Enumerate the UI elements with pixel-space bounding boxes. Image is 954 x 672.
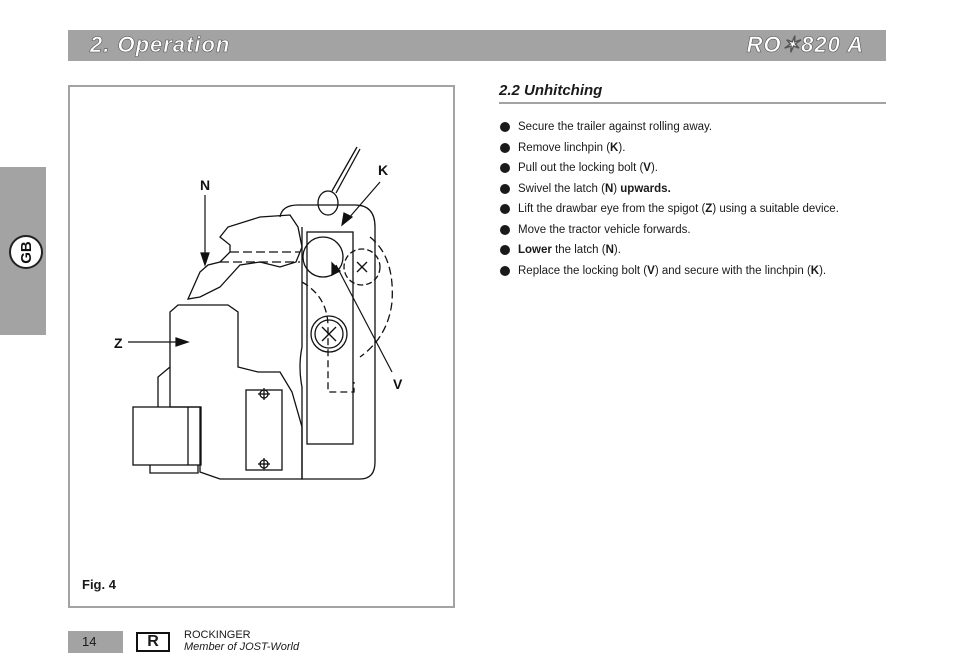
section-title: 2.2 Unhitching	[499, 82, 886, 104]
step-item: Lift the drawbar eye from the spigot (Z)…	[499, 199, 886, 220]
step-text: ).	[650, 162, 658, 174]
figure-caption: Fig. 4	[82, 577, 116, 592]
step-list: Secure the trailer against rolling away.…	[499, 117, 886, 281]
step-text: upwards.	[620, 182, 671, 195]
spigot-body	[169, 304, 303, 480]
step-text: ).	[618, 141, 626, 154]
step-item: Remove linchpin (K).	[499, 138, 886, 159]
coupling-housing	[279, 204, 376, 480]
label-z: Z	[114, 335, 123, 351]
page-number: 14	[68, 631, 123, 653]
rockinger-logo: R	[136, 632, 170, 652]
step-text: Secure the trailer against rolling away.	[518, 121, 713, 133]
linchpin-ring	[317, 190, 339, 216]
language-badge: GB	[9, 235, 43, 269]
coupling-diagram: N K Z V	[114, 146, 403, 480]
step-text: Z	[705, 203, 713, 215]
step-text: Swivel the latch (	[518, 182, 605, 195]
bolt-hole-upper	[302, 236, 344, 278]
step-text: Pull out the locking bolt (	[518, 162, 644, 174]
linchpin-k	[331, 146, 361, 194]
locking-bolt	[310, 315, 348, 353]
step-text: )	[613, 182, 621, 195]
step-text: ) using a suitable device.	[712, 203, 839, 215]
step-text: Move the tractor vehicle forwards.	[518, 223, 691, 236]
step-text: Remove linchpin (	[518, 141, 611, 154]
language-label: GB	[17, 240, 35, 264]
step-text: N	[605, 244, 614, 256]
step-text: K	[610, 141, 619, 154]
brand-name: ROCKINGER	[184, 629, 251, 641]
step-text: K	[810, 264, 820, 277]
step-item: Pull out the locking bolt (V).	[499, 158, 886, 179]
step-item: Secure the trailer against rolling away.	[499, 117, 886, 138]
step-item: Swivel the latch (N) upwards.	[499, 179, 886, 200]
label-v: V	[393, 376, 403, 392]
brand-block: ROCKINGER Member of JOST-World	[184, 629, 299, 653]
step-text: the latch (	[551, 244, 606, 256]
step-text: ) and secure with the linchpin (	[654, 264, 811, 277]
step-text: ).	[613, 244, 621, 256]
step-text: Lift the drawbar eye from the spigot (	[518, 203, 706, 215]
header-bar: 2. Operation RO✶820 A	[68, 30, 886, 61]
step-text: V	[647, 264, 655, 277]
step-text: Replace the locking bolt (	[518, 264, 648, 277]
bolt-guide	[306, 231, 354, 445]
step-text: ).	[819, 264, 827, 277]
chapter-title: 2. Operation	[90, 32, 231, 58]
step-text: V	[643, 162, 651, 174]
step-text: N	[604, 182, 614, 195]
base-plate	[149, 465, 199, 474]
brand-tagline: Member of JOST-World	[184, 641, 300, 653]
model-name: RO✶820 A	[746, 32, 864, 58]
step-item: Move the tractor vehicle forwards.	[499, 220, 886, 241]
step-item: Replace the locking bolt (V) and secure …	[499, 261, 886, 282]
step-item: Lower the latch (N).	[499, 240, 886, 261]
step-text: Lower	[518, 244, 552, 256]
label-k: K	[378, 162, 388, 178]
label-n: N	[200, 177, 210, 193]
figure-frame: N K Z V Fig. 4	[68, 85, 455, 608]
language-tab: GB	[0, 167, 46, 335]
base-block	[132, 406, 202, 466]
